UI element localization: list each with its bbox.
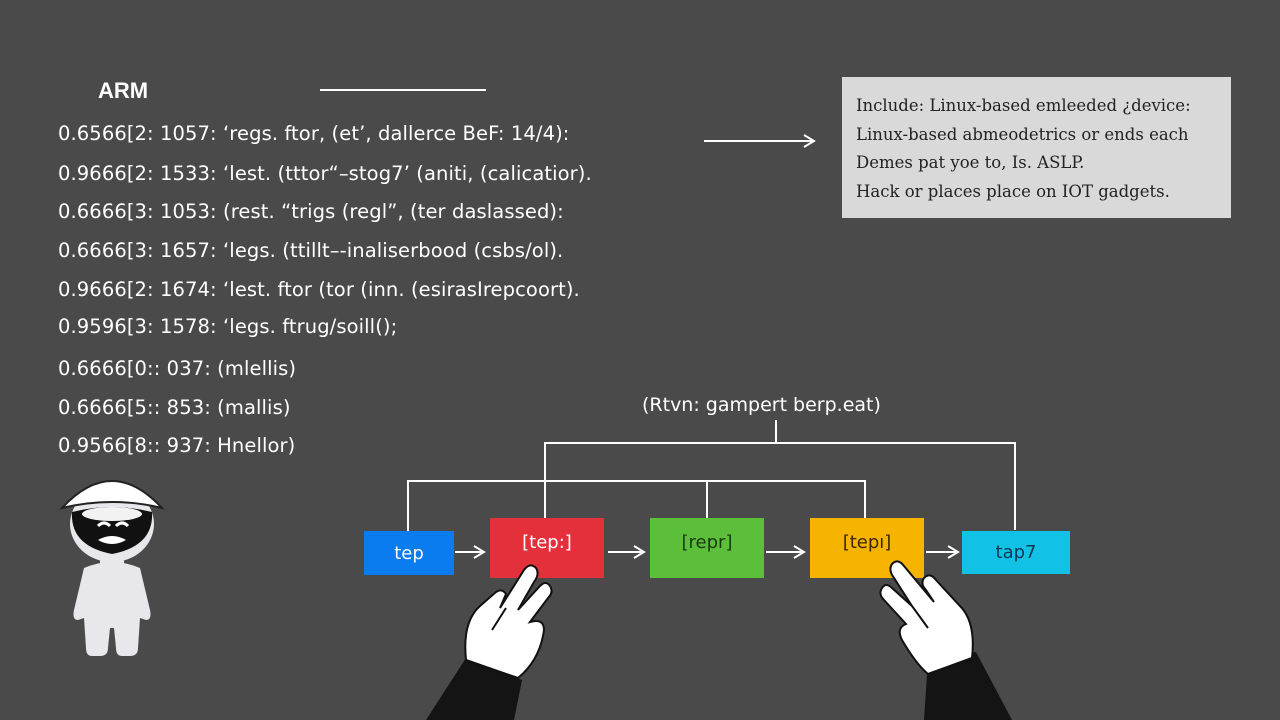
page-heading: ARM bbox=[98, 78, 149, 103]
step-label: tep bbox=[394, 542, 424, 564]
step-label: tap7 bbox=[995, 542, 1037, 563]
pointing-hand-icon bbox=[879, 560, 1012, 720]
info-box: Include: Linux-based emleeded ¿device: L… bbox=[842, 77, 1231, 218]
info-line: Include: Linux-based emleeded ¿device: bbox=[856, 96, 1191, 115]
arrow-right-icon bbox=[704, 134, 816, 148]
log-line: 0.6666[3: 1657: ‘legs. (ttillt–-inaliser… bbox=[58, 239, 564, 262]
step-label: [repr] bbox=[681, 532, 733, 553]
log-line: 0.9596[3: 1578: ‘legs. ftrug/soill(); bbox=[58, 315, 398, 338]
log-line: 0.6566[2: 1057: ‘regs. ftor, (et’, dalle… bbox=[58, 122, 570, 145]
step-label: [tepı] bbox=[842, 532, 892, 553]
log-line: 0.9566[8:: 937: Hnellor) bbox=[58, 434, 296, 457]
log-line: 0.9666[2: 1674: ‘lest. ftor (tor (inn. (… bbox=[58, 278, 580, 301]
flow-step-1[interactable]: tep bbox=[364, 531, 454, 575]
flow-label: (Rtvn: gampert berp.eat) bbox=[642, 394, 881, 416]
heading-divider bbox=[320, 89, 486, 91]
log-line: 0.6666[0:: 037: (mlellis) bbox=[58, 357, 297, 380]
pointing-hand-icon bbox=[426, 564, 553, 720]
log-line: 0.9666[2: 1533: ‘lest. (tttor“–stog7’ (a… bbox=[58, 162, 592, 185]
step-label: [tep:] bbox=[522, 532, 572, 553]
log-line: 0.6666[3: 1053: (rest. “trigs (regl”, (t… bbox=[58, 200, 564, 223]
info-line: Linux-based abmeodetrics or ends each bbox=[856, 124, 1189, 144]
flow-step-5[interactable]: tap7 bbox=[962, 531, 1070, 574]
flow-step-3[interactable]: [repr] bbox=[650, 518, 764, 578]
flow-step-2[interactable]: [tep:] bbox=[490, 518, 604, 578]
info-line: Hack or places place on IOT gadgets. bbox=[856, 181, 1170, 201]
hooded-hacker-figure-icon bbox=[59, 480, 165, 656]
info-line: Demes pat yoe to, Is. ASLP. bbox=[856, 153, 1085, 172]
log-line: 0.6666[5:: 853: (mallis) bbox=[58, 396, 291, 419]
